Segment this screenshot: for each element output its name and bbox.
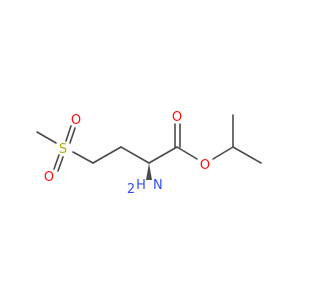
bond-s-o-lower-b — [57, 156, 64, 172]
bond-ch2-ch2 — [92, 146, 122, 164]
bond-s-o-upper-b — [69, 127, 76, 144]
atom-oxygen-carbonyl: O — [172, 110, 182, 125]
bond-carbonyl-ester-o — [176, 146, 198, 160]
atom-amine-subscript: 2 — [127, 182, 135, 197]
bond-ch2-alpha — [120, 146, 150, 164]
atom-oxygen-ester: O — [200, 158, 210, 173]
bond-s-o-lower-a — [53, 154, 60, 170]
atom-oxygen-sulfonyl-lower: O — [44, 170, 54, 185]
bond-ester-o-ch — [212, 146, 234, 160]
structure-diagram: S O O O O N H 2 — [36, 110, 262, 197]
bond-sulfur-ch2 — [72, 151, 94, 164]
atom-sulfur: S — [59, 142, 67, 157]
molecule-canvas: S O O O O N H 2 — [36, 110, 262, 197]
bonds — [36, 114, 262, 172]
bond-s-o-upper-a — [65, 125, 72, 142]
wedge-bond-alpha-nitrogen — [146, 163, 152, 180]
bond-ch-methyl-right — [232, 146, 262, 164]
bond-alpha-carbonyl — [148, 146, 178, 164]
bond-methyl-sulfur — [36, 131, 57, 144]
atom-amine-hydrogen: H — [136, 178, 146, 193]
atom-oxygen-sulfonyl-upper: O — [71, 113, 81, 128]
atom-nitrogen: N — [153, 178, 163, 193]
